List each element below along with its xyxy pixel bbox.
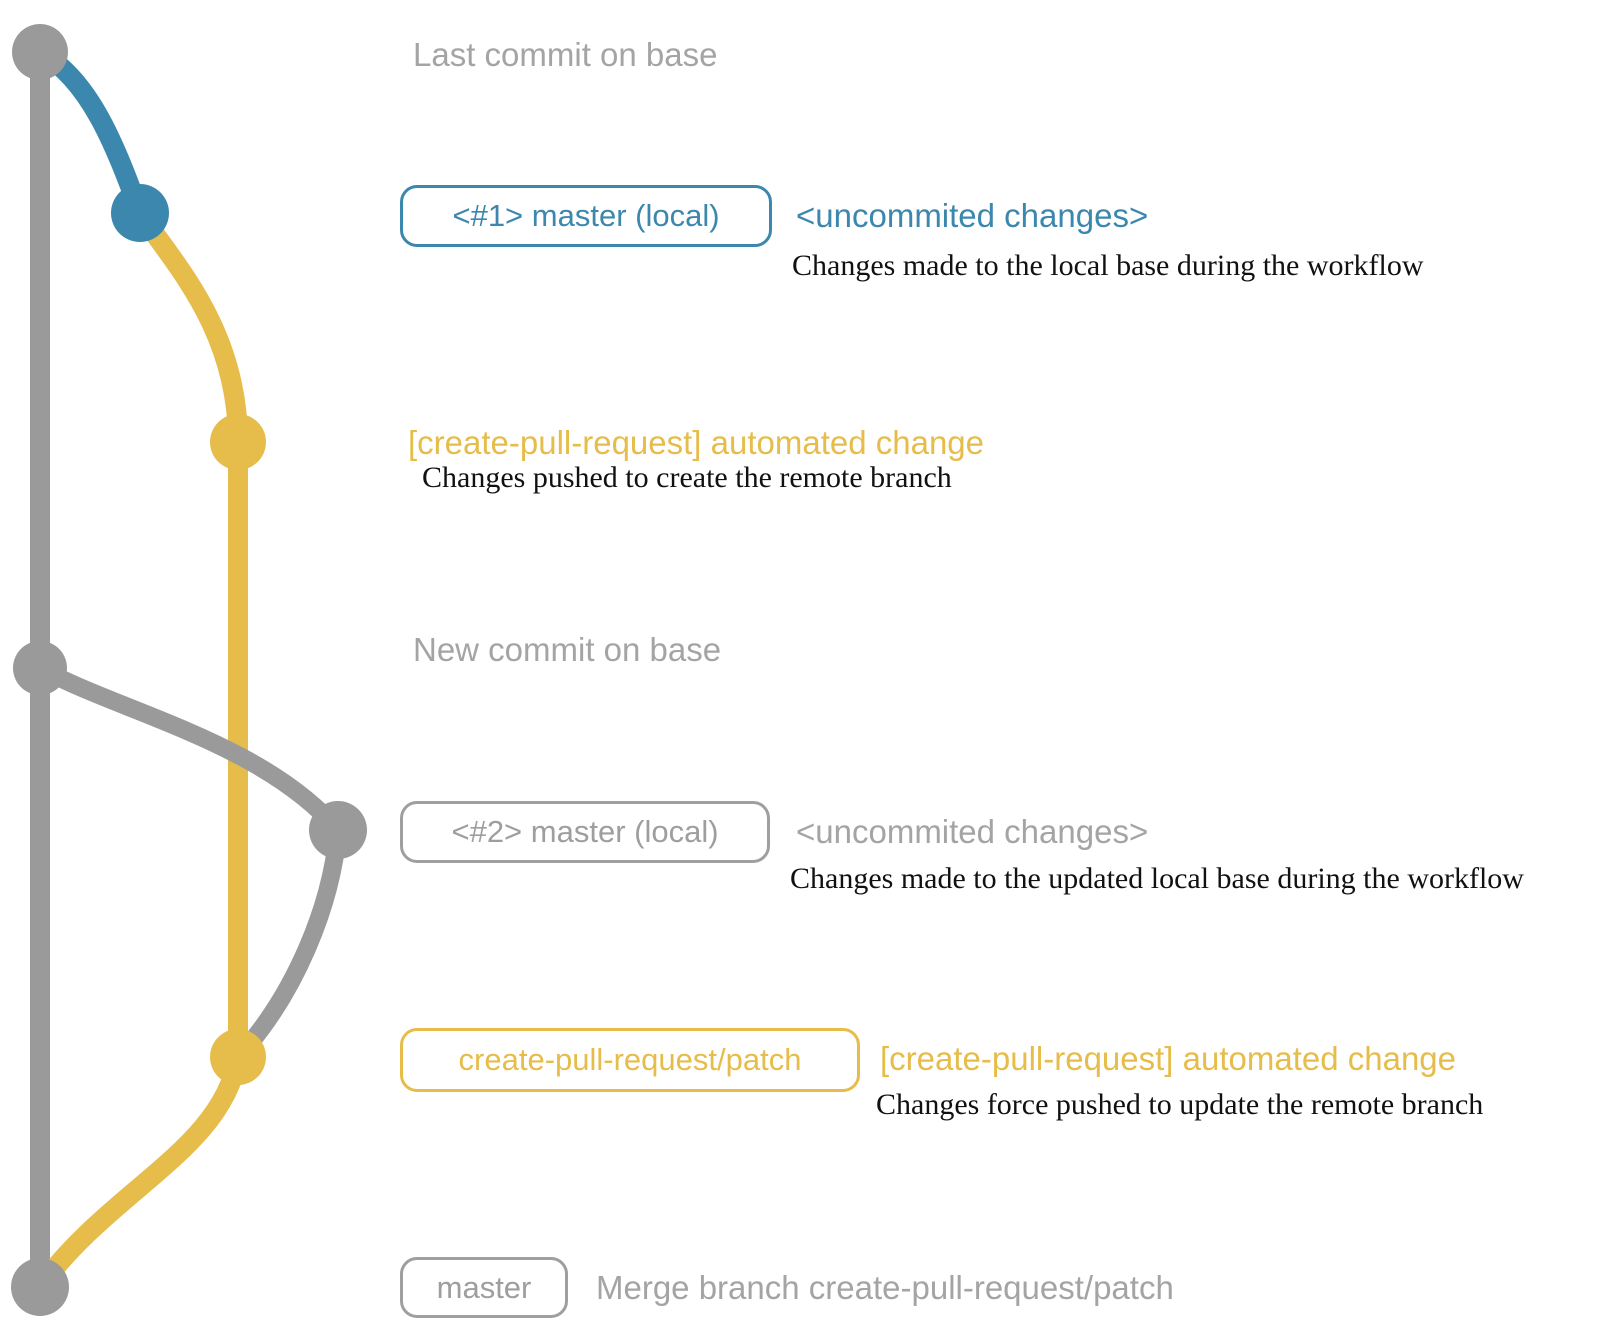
badge-create-pull-request-patch: create-pull-request/patch <box>400 1028 860 1092</box>
note-automated-change-1: [create-pull-request] automated change <box>408 424 985 461</box>
patch-branch-merge-curve <box>30 1047 248 1297</box>
badge-master-local-2: <#2> master (local) <box>400 801 770 863</box>
note-uncommitted-changes-2: <uncommited changes> <box>796 813 1149 850</box>
badge-master-local-1: <#1> master (local) <box>400 185 772 247</box>
label-last-commit-on-base: Last commit on base <box>413 36 718 73</box>
desc-local-base-changes-1: Changes made to the local base during th… <box>792 249 1424 282</box>
note-merge-branch: Merge branch create-pull-request/patch <box>596 1269 1174 1306</box>
commit-dot-patch-1 <box>210 414 266 470</box>
commit-dot-new-base <box>13 641 67 695</box>
rebase-onto-patch-curve <box>229 821 347 1066</box>
note-uncommitted-changes-1: <uncommited changes> <box>796 197 1149 234</box>
desc-force-pushed-remote-branch: Changes force pushed to update the remot… <box>876 1088 1484 1121</box>
desc-local-base-changes-2: Changes made to the updated local base d… <box>790 862 1524 895</box>
commit-dot-last-base <box>12 24 68 80</box>
commit-dot-local-2 <box>309 801 367 859</box>
commit-dot-local-1 <box>111 184 169 242</box>
commit-dot-patch-2 <box>210 1029 266 1085</box>
note-automated-change-2: [create-pull-request] automated change <box>880 1040 1457 1077</box>
commit-dot-merge <box>11 1258 69 1316</box>
label-new-commit-on-base: New commit on base <box>413 631 722 668</box>
badge-master: master <box>400 1257 568 1318</box>
patch-branch-curve-top <box>130 203 248 452</box>
desc-pushed-remote-branch: Changes pushed to create the remote bran… <box>422 461 952 494</box>
updated-local-master-curve <box>31 659 347 839</box>
